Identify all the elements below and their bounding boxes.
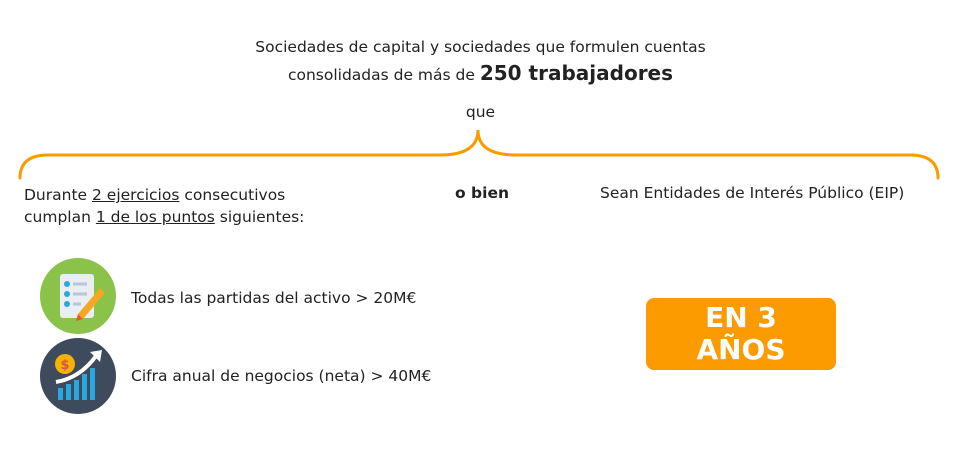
or-text: o bien [455,184,510,202]
points-count: 1 de los puntos [95,208,215,226]
curly-brace [18,129,940,180]
eip-text: Sean Entidades de Interés Público (EIP) [600,184,905,202]
badge-line-1: EN 3 [705,301,777,334]
employee-count: 250 trabajadores [479,61,674,85]
svg-text:$: $ [60,358,69,373]
header-title: Sociedades de capital y sociedades que f… [0,34,961,88]
header-line-2: consolidadas de más de 250 trabajadores [287,61,674,85]
fiscal-years: 2 ejercicios [92,186,180,204]
revenue-criterion: Cifra anual de negocios (neta) > 40M€ [131,367,432,385]
three-years-badge: EN 3 AÑOS [646,298,836,370]
criteria-intro: Durante 2 ejercicios consecutivos cumpla… [24,186,305,226]
connector-text: que [465,103,496,121]
badge-line-2: AÑOS [696,333,786,366]
header-line-1: Sociedades de capital y sociedades que f… [255,38,706,56]
asset-criterion: Todas las partidas del activo > 20M€ [131,289,417,307]
checklist-icon [40,258,116,334]
growth-chart-icon: $ [40,338,116,414]
